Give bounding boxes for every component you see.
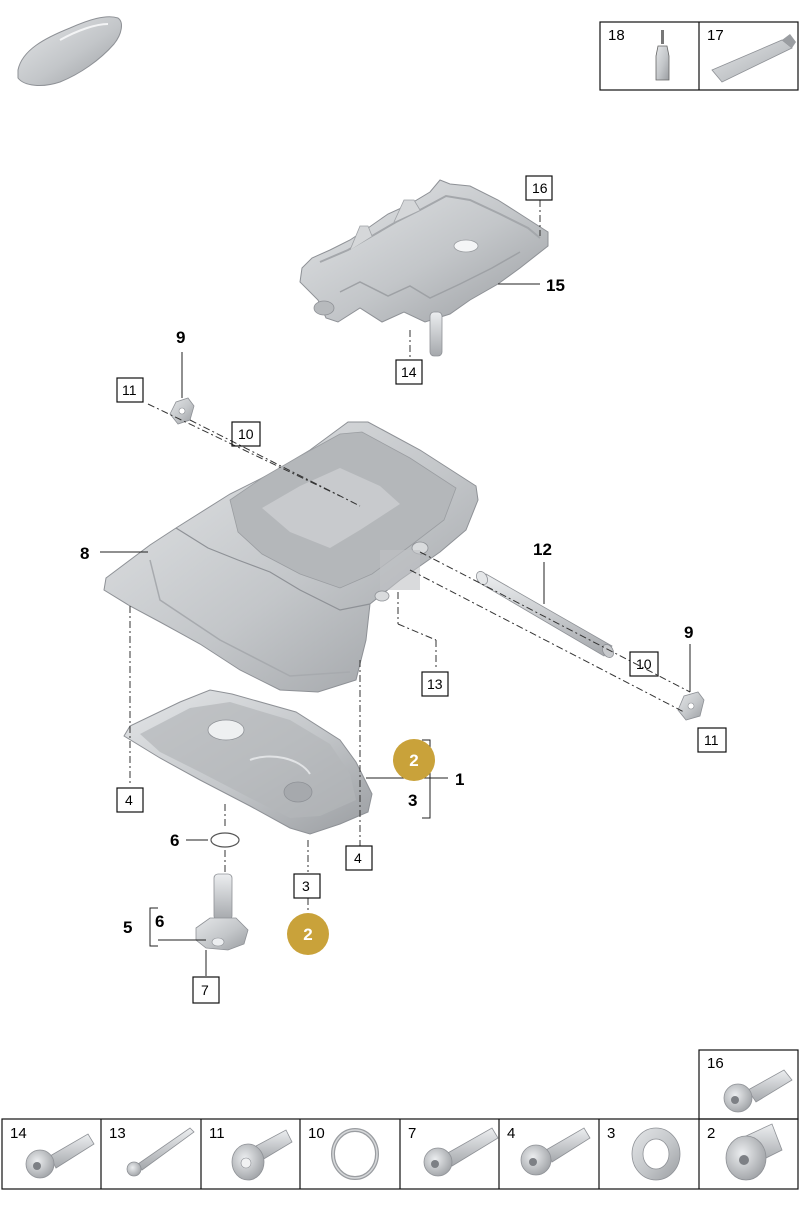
part-number-10: 10 [308,1125,325,1142]
boxed-label-10-upper: 10 [238,426,254,442]
oil-bottle-icon [655,30,670,81]
bottom-parts-table: 14 13 11 10 7 4 3 2 [1,1118,799,1190]
bottom-parts-cell-16: 16 [698,1049,799,1120]
callout-5-sub-6: 6 [155,912,164,931]
part-number-3: 3 [607,1125,615,1142]
long-bolt-icon [126,1127,195,1177]
boxed-label-4-left: 4 [125,792,133,808]
part-number-4: 4 [507,1125,515,1142]
boxed-labels [116,175,727,1004]
callout-6: 6 [170,831,179,850]
boxed-label-10-lower: 10 [636,656,652,672]
part-number-18: 18 [608,27,625,44]
callout-8: 8 [80,544,89,563]
boxed-label-13: 13 [427,676,443,692]
bolt-icon [723,1069,793,1113]
part-number-7: 7 [408,1125,416,1142]
upper-oil-pan-part-8 [103,421,479,693]
part-number-14: 14 [10,1125,27,1142]
o-ring-icon [331,1128,379,1180]
callout-9-upper: 9 [176,328,185,347]
assembly-leader-lines [129,200,691,912]
bolt-icon [423,1127,499,1177]
svg-text:2: 2 [303,925,312,944]
callout-9-lower: 9 [684,623,693,642]
sealant-tube-icon [711,34,796,83]
boxed-label-11-upper: 11 [122,382,137,398]
part-number-17: 17 [707,27,724,44]
boxed-label-11-lower: 11 [704,732,719,748]
bearing-bridge-part-15 [299,179,549,357]
oil-level-sensor-part-5 [195,873,249,951]
boxed-label-4-right: 4 [354,850,362,866]
boxed-label-3: 3 [302,878,310,894]
boxed-label-16: 16 [532,180,548,196]
part-number-2: 2 [707,1125,715,1142]
svg-text:2: 2 [409,751,418,770]
flange-gasket-part-9-lower [677,691,705,721]
bolt-icon [25,1133,95,1179]
flange-bolt-icon [231,1129,293,1181]
vehicle-silhouette-icon [17,16,122,86]
callout-12: 12 [533,540,552,559]
boxed-label-7: 7 [201,982,209,998]
callout-15: 15 [546,276,565,295]
drain-plug-badge-b: 2 [287,913,329,955]
lower-oil-pan-part-1 [123,689,373,835]
o-ring-part-6 [210,832,240,848]
part-number-13: 13 [109,1125,126,1142]
drain-plug-icon [725,1123,783,1181]
boxed-label-14: 14 [401,364,417,380]
part-number-11: 11 [209,1125,225,1142]
callout-5: 5 [123,918,132,937]
callout-3: 3 [408,791,417,810]
drain-plug-badge-a: 2 [393,739,435,781]
oil-pipe-part-12 [476,571,614,658]
callout-1: 1 [455,770,464,789]
bolt-icon [520,1127,591,1176]
washer-icon [631,1127,681,1181]
top-right-parts-table: 18 17 [599,21,799,91]
callout-lines [100,283,691,976]
part-number-16: 16 [707,1055,724,1072]
